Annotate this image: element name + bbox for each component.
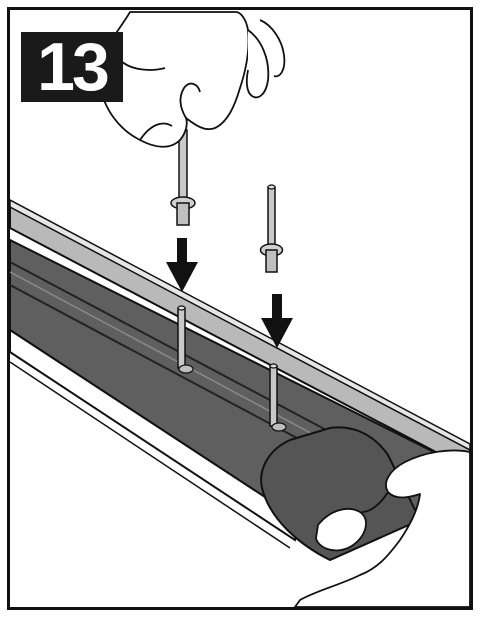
arrow-down-right-icon (261, 294, 293, 348)
rail-lower-edge (10, 361, 291, 549)
rail-lower-flange (10, 328, 302, 542)
hand-bottom-icon (294, 449, 470, 607)
rivet-inserted-right (269, 363, 287, 432)
rail-groove-bottom (10, 284, 311, 446)
step-number-badge: 13 (21, 32, 123, 102)
arrow-down-left-icon (166, 238, 198, 292)
rail-groove-inner (10, 271, 321, 439)
rivet-inserted-left (177, 305, 194, 374)
rivet-floating-right (259, 184, 284, 273)
upper-light-rail-top (10, 199, 470, 451)
rail-end-cap (260, 426, 422, 562)
hand-top-icon (98, 11, 286, 148)
